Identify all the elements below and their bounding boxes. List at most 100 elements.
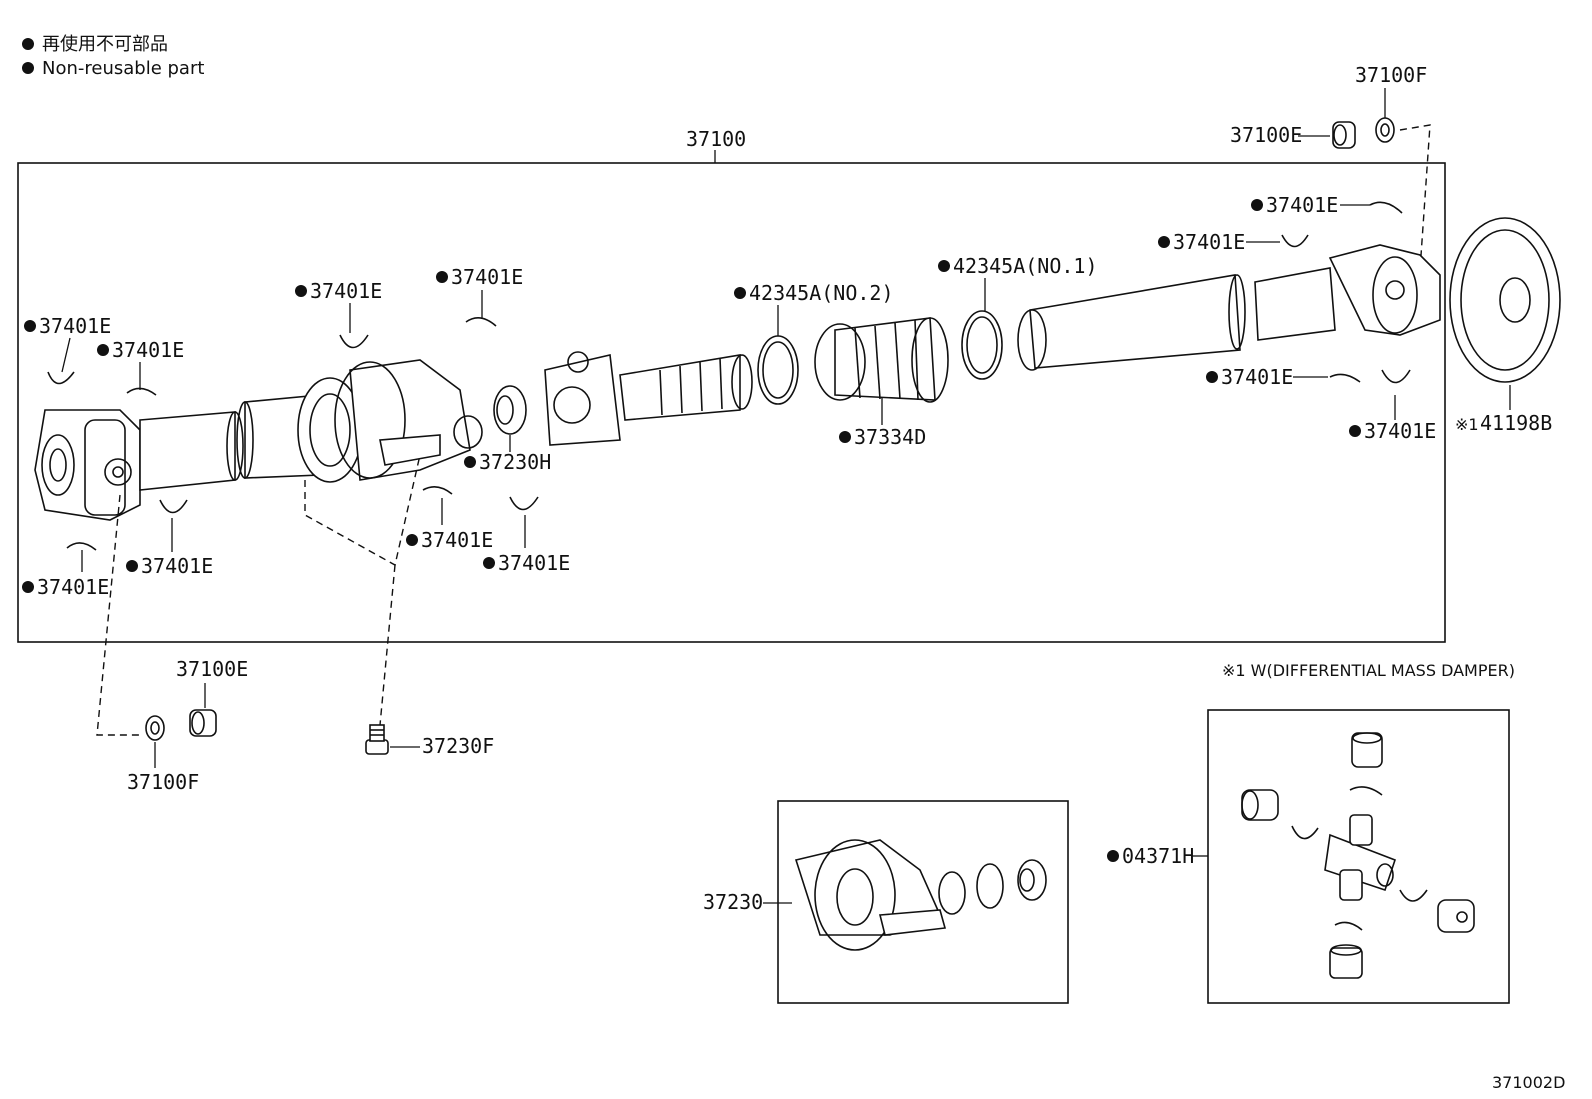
non-reusable-dot-icon (1158, 236, 1170, 248)
label-37401E[interactable]: 37401E (1173, 230, 1245, 254)
snap-ring-icon (465, 317, 497, 327)
snap-ring-icon (1334, 921, 1363, 931)
washer-icon (1375, 117, 1395, 143)
snap-ring-icon (1291, 825, 1319, 840)
inset-frame (777, 800, 1069, 1004)
non-reusable-dot-icon (406, 534, 418, 546)
label-37401E[interactable]: 37401E (1364, 419, 1436, 443)
label-42345A-no1[interactable]: 42345A(NO.1) (953, 254, 1098, 278)
washer-hole-icon (1380, 123, 1390, 137)
bearing-cup-icon (1437, 899, 1475, 933)
legend-en: Non-reusable part (42, 58, 204, 79)
label-37100F-top[interactable]: 37100F (1355, 63, 1427, 87)
rubber-ring-icon (1017, 859, 1047, 901)
ring-hole-icon (1019, 868, 1035, 892)
label-04371H[interactable]: 04371H (1122, 844, 1194, 868)
legend-dot-icon (22, 62, 34, 74)
label-37230F[interactable]: 37230F (422, 734, 494, 758)
label-41198B[interactable]: 41198B (1480, 411, 1552, 435)
boot-icon (814, 317, 949, 403)
assembly-frame (17, 162, 1446, 643)
legend-dot-icon (22, 38, 34, 50)
snap-ring-icon (66, 542, 97, 551)
center-bearing-icon (794, 839, 947, 951)
legend: 再使用不可部品 Non-reusable part (22, 34, 204, 79)
non-reusable-dot-icon (1349, 425, 1361, 437)
bearing-cup-icon (1329, 944, 1363, 979)
nut-icon (189, 709, 217, 737)
label-37401E[interactable]: 37401E (37, 575, 109, 599)
non-reusable-dot-icon (1251, 199, 1263, 211)
snap-ring-icon (1399, 889, 1428, 902)
snap-ring-icon (1349, 786, 1383, 796)
mass-damper-icon (1449, 217, 1561, 383)
label-37401E[interactable]: 37401E (112, 338, 184, 362)
label-37100F-bottom[interactable]: 37100F (127, 770, 199, 794)
label-37401E[interactable]: 37401E (421, 528, 493, 552)
non-reusable-dot-icon (295, 285, 307, 297)
non-reusable-dot-icon (24, 320, 36, 332)
nut-face-icon (191, 711, 205, 735)
snap-ring-icon (47, 371, 75, 385)
label-37401E[interactable]: 37401E (498, 551, 570, 575)
leader (61, 337, 71, 373)
legend-jp: 再使用不可部品 (42, 34, 168, 55)
ring-icon (938, 871, 966, 915)
non-reusable-dot-icon (22, 581, 34, 593)
lower-left-parts: 37100E 37100F 37230F (127, 657, 494, 794)
non-reusable-dot-icon (938, 260, 950, 272)
top-right-parts: 37100F 37100E (1230, 63, 1431, 271)
snap-ring-icon (1329, 373, 1361, 383)
bearing-cup-icon (1241, 789, 1279, 821)
label-41198B-mark: ※1 (1455, 415, 1479, 434)
nut-icon (1332, 121, 1356, 149)
label-37100E-top[interactable]: 37100E (1230, 123, 1302, 147)
bolt-icon (365, 724, 389, 755)
non-reusable-dot-icon (1107, 850, 1119, 862)
dashed-leader (96, 494, 140, 736)
rear-tube-icon (1017, 274, 1246, 371)
ring-icon (976, 863, 1004, 909)
snap-ring-icon (1281, 234, 1309, 248)
note-text: ※1 W(DIFFERENTIAL MASS DAMPER) (1222, 661, 1515, 680)
label-37230H[interactable]: 37230H (479, 450, 551, 474)
label-37401E[interactable]: 37401E (451, 265, 523, 289)
non-reusable-dot-icon (734, 287, 746, 299)
non-reusable-dot-icon (1206, 371, 1218, 383)
non-reusable-dot-icon (97, 344, 109, 356)
snap-ring-icon (1369, 201, 1403, 214)
label-37100E-bottom[interactable]: 37100E (176, 657, 248, 681)
snap-ring-icon (126, 387, 157, 396)
snap-ring-icon (159, 499, 188, 514)
non-reusable-dot-icon (436, 271, 448, 283)
non-reusable-dot-icon (464, 456, 476, 468)
dashed-leader (304, 454, 421, 567)
snap-rings (47, 201, 1411, 551)
front-yoke-icon (34, 409, 244, 521)
inset-37230: 37230 (703, 800, 1069, 1004)
inset-04371H: 04371H (1107, 709, 1510, 1004)
label-42345A-no2[interactable]: 42345A(NO.2) (749, 281, 894, 305)
label-37401E[interactable]: 37401E (1221, 365, 1293, 389)
label-37401E[interactable]: 37401E (310, 279, 382, 303)
center-bearing-icon (236, 359, 483, 483)
snap-ring-icon (422, 486, 453, 495)
label-37401E[interactable]: 37401E (1266, 193, 1338, 217)
spider-cross-icon (1324, 814, 1397, 901)
bearing-cup-icon (1351, 732, 1383, 768)
label-37334D[interactable]: 37334D (854, 425, 926, 449)
non-reusable-dot-icon (483, 557, 495, 569)
boot-clamp-no2-icon (757, 335, 799, 405)
washer-icon (145, 715, 165, 741)
rubber-ring-icon (493, 385, 527, 435)
nut-face-icon (1333, 124, 1347, 146)
label-37230[interactable]: 37230 (703, 890, 763, 914)
washer-hole-icon (150, 721, 160, 735)
label-37100[interactable]: 37100 (686, 127, 746, 151)
label-37401E[interactable]: 37401E (141, 554, 213, 578)
label-37401E[interactable]: 37401E (39, 314, 111, 338)
boot-clamp-no1-icon (961, 310, 1003, 380)
frame-labels: 37401E 37401E 37401E 37401E 37230H 37401… (22, 193, 1552, 599)
spline-shaft-icon (544, 351, 753, 446)
